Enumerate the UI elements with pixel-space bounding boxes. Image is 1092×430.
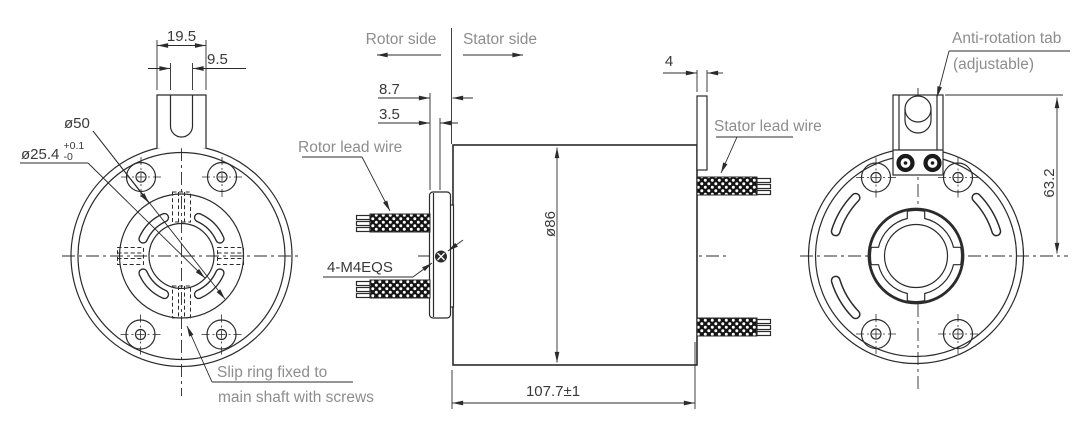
dimension-8-7: 8.7	[378, 81, 473, 190]
bolt-hole	[202, 157, 242, 197]
stator-body	[452, 144, 698, 366]
dim-overall-length: 107.7±1	[526, 383, 580, 400]
dimension-107-7: 107.7±1	[451, 342, 696, 409]
dimension-19-5: 19.5	[156, 28, 207, 90]
arc-slots	[830, 192, 1002, 320]
slip-ring-note-line2: main shaft with screws	[218, 389, 374, 406]
anti-rotation-tab-callout: Anti-rotation tab (adjustable)	[936, 30, 1070, 98]
anti-rotation-tab-side	[696, 95, 708, 171]
dim-tab-plate-thickness: 4	[665, 53, 673, 70]
stator-side-label: Stator side	[463, 31, 537, 48]
slip-ring-note: Slip ring fixed to main shaft with screw…	[186, 325, 374, 406]
bolt-holes	[120, 157, 242, 355]
rotor-side-label: Rotor side	[366, 31, 437, 48]
bore-circle	[148, 222, 215, 290]
bore-circle	[883, 223, 949, 289]
screw-callout: 4-M4EQS	[323, 239, 464, 278]
rotor-lead-wire-callout: Rotor lead wire	[298, 139, 402, 212]
callout-bore: ø25.4 +0.1 -0	[20, 140, 206, 279]
hub-castellated-profile	[869, 209, 963, 303]
dim-flange-thickness: 3.5	[379, 106, 400, 123]
bolt-hole	[938, 157, 978, 198]
dimension-63-2: 63.2	[945, 94, 1063, 254]
bolt-hole	[856, 314, 896, 354]
stator-end-view: Anti-rotation tab (adjustable) 63.2	[800, 30, 1070, 392]
bolt-hole	[121, 157, 161, 197]
bolt-hole	[856, 157, 896, 198]
dim-tab-slot-width: 9.5	[207, 51, 228, 68]
dimension-4: 4	[663, 53, 723, 92]
slip-ring-note-line1: Slip ring fixed to	[217, 364, 327, 381]
rotor-lead-wires	[355, 213, 431, 299]
dimension-9-5: 9.5	[148, 51, 246, 90]
screw-fixing-areas	[117, 191, 244, 319]
rotor-lead-wire-label: Rotor lead wire	[298, 139, 402, 156]
dim-tab-center-height: 63.2	[1041, 168, 1058, 197]
inner-flange-circle	[77, 151, 286, 361]
anti-rotation-tab-label: Anti-rotation tab	[952, 30, 1061, 47]
side-view: Rotor side Stator side	[298, 28, 822, 409]
stator-lead-wires	[696, 176, 772, 337]
hub-outer-ring	[867, 207, 965, 305]
stator-lead-wire-label: Stator lead wire	[714, 118, 822, 135]
dim-flange-circle: ø50	[64, 115, 90, 132]
dim-tab-outer-width: 19.5	[167, 28, 196, 45]
anti-rotation-tab-note: (adjustable)	[953, 56, 1034, 73]
dim-rotor-stack: 8.7	[379, 81, 400, 98]
bolt-hole	[938, 314, 978, 354]
dimension-86: ø86	[542, 147, 560, 363]
screw-callout-label: 4-M4EQS	[327, 259, 393, 276]
dim-bore-tol-minus: -0	[64, 151, 73, 163]
dimension-3-5: 3.5	[378, 106, 458, 190]
dim-bore: ø25.4	[21, 146, 59, 163]
fork-tab-slot	[169, 95, 194, 138]
bolt-hole	[201, 314, 242, 355]
fork-tab-outline	[156, 94, 207, 149]
anti-rotation-tab-front	[892, 94, 944, 176]
rotor-end-view: 19.5 9.5 ø50 ø25.4 +0.1 -0 Slip	[20, 28, 374, 406]
dim-body-diameter: ø86	[542, 211, 559, 237]
bolt-hole	[120, 314, 161, 355]
bolt-holes	[856, 157, 978, 354]
dim-bore-tol-plus: +0.1	[64, 140, 85, 152]
stator-lead-wire-callout: Stator lead wire	[714, 118, 822, 174]
tab-slot	[904, 109, 932, 134]
